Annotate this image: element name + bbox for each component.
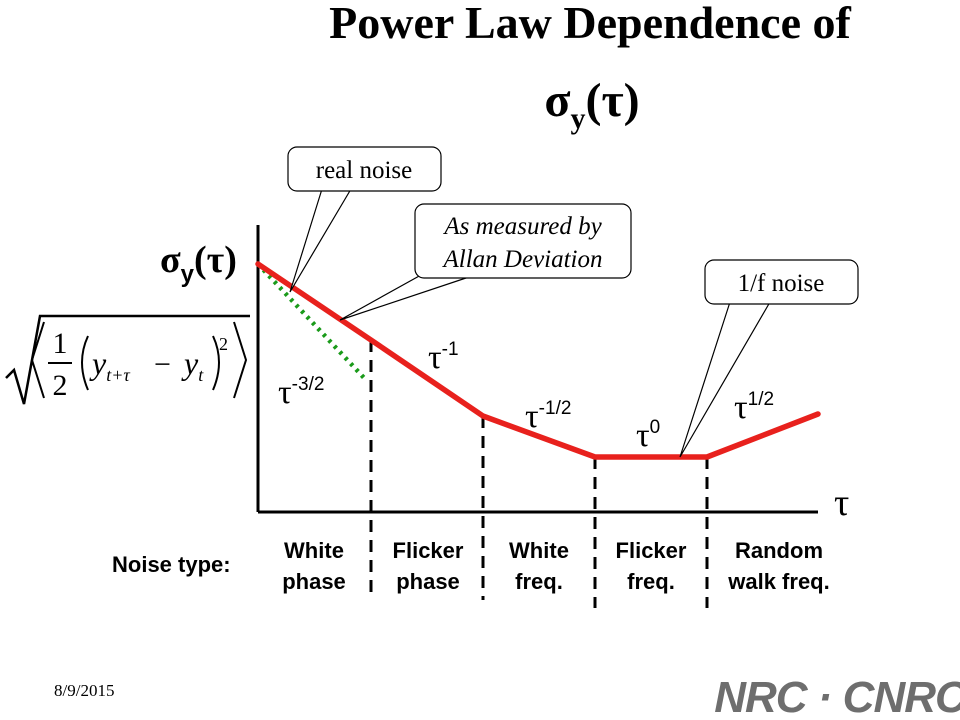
left-angle-bracket [30,321,45,399]
formula-y-t: yt [181,345,204,385]
flicker-noise-label: 1/f noise [738,270,825,297]
slope-label-0: τ0 [636,417,660,454]
callout-real-noise: real noise [287,146,442,293]
right-angle-bracket [233,321,248,399]
slope-label-minus-1-2: τ-1/2 [525,398,571,435]
sqrt-sign [5,314,250,405]
frac-numerator: 1 [53,327,68,360]
allan-label-line1: As measured by [442,213,602,240]
formula-minus: − [154,348,171,381]
formula-y-ttau: yt+τ [89,345,130,385]
slide-date: 8/9/2015 [54,681,114,700]
y-axis-label: σy(τ) [160,239,237,288]
allan-label-line2: Allan Deviation [442,246,603,273]
callout-flicker-noise: 1/f noise [679,259,859,458]
slope-label-minus-1: τ-1 [428,339,459,376]
slide-title: Power Law Dependence of [329,0,851,48]
real-noise-label: real noise [316,157,412,184]
allan-deviation-curve [255,261,821,460]
right-paren [212,335,220,391]
noise-type-label: Noise type: [112,552,231,577]
nrc-cnrc-logo: NRC · CNRC [714,673,960,720]
allan-variance-formula: 1 2 yt+τ − yt 2 [5,314,250,405]
callout-allan-deviation: As measured by Allan Deviation [339,203,632,321]
frac-denominator: 2 [53,369,68,402]
left-paren [81,335,89,391]
real-noise-slope-line [256,262,368,382]
x-axis-label: τ [834,482,849,524]
slide-title-sigma: σy(τ) [544,74,639,135]
slope-label-1-2: τ1/2 [734,389,774,426]
formula-exponent: 2 [219,334,228,354]
slope-label-minus-3-2: τ-3/2 [278,374,324,411]
